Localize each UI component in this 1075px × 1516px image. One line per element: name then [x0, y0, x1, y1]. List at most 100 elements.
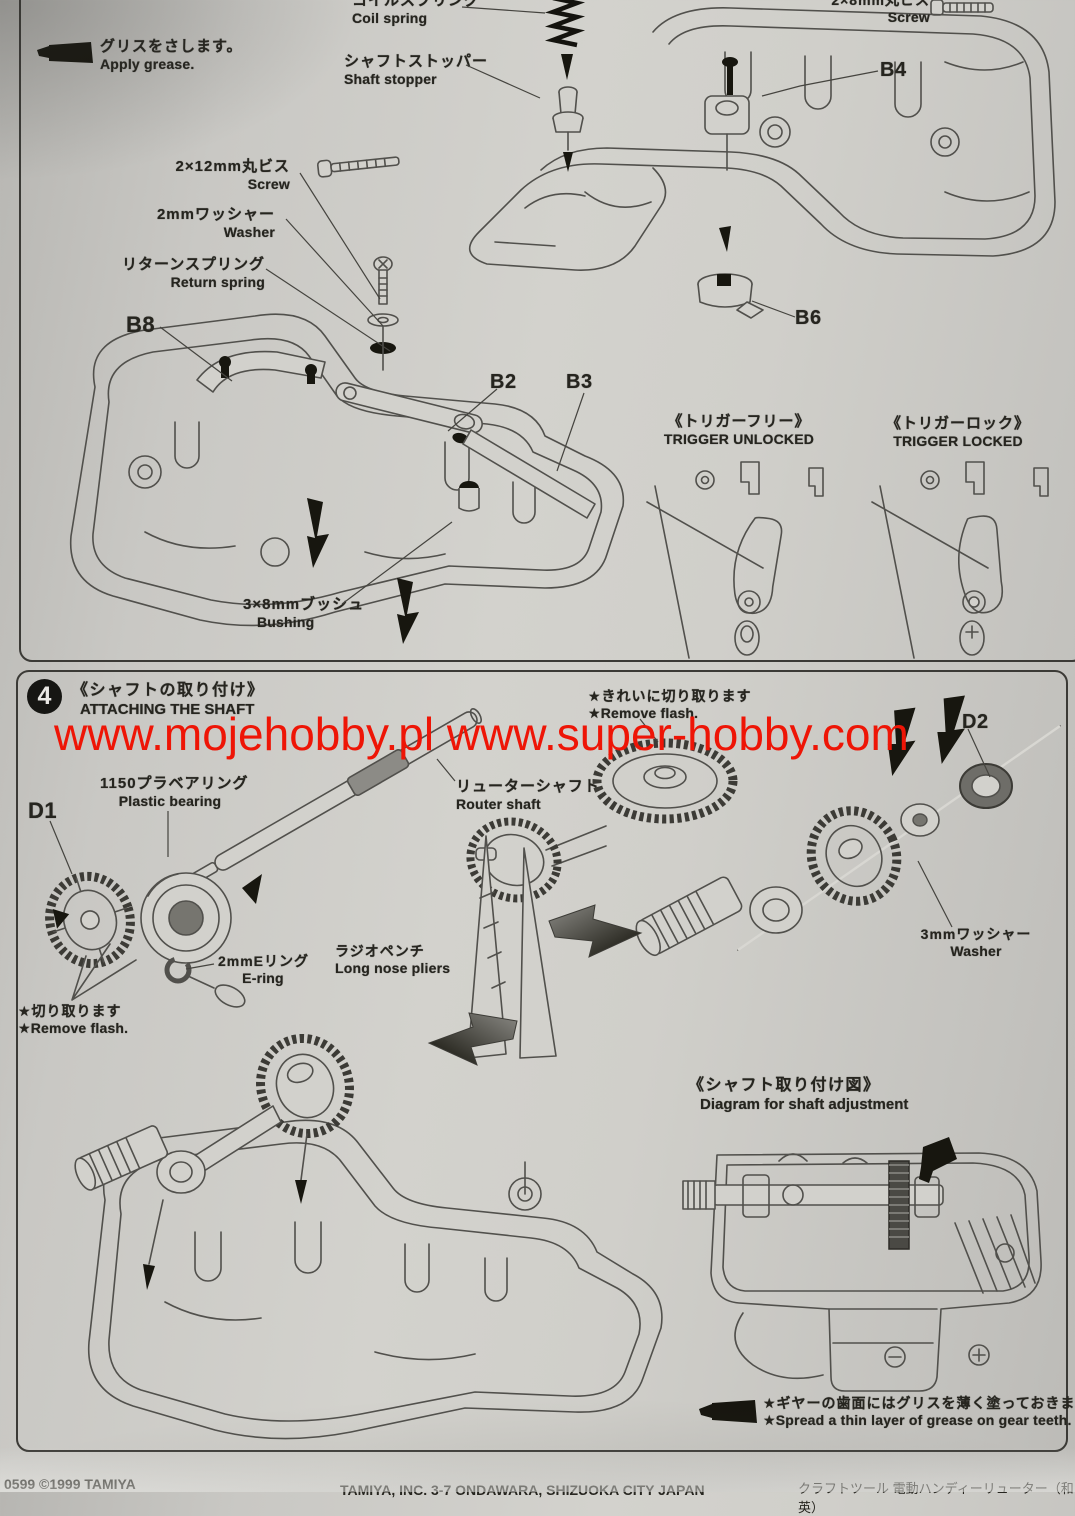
washer-2mm-jp: 2mmワッシャー [156, 206, 275, 223]
ref-d1: D1 [28, 798, 58, 823]
apply-grease-jp: グリスをさします。 [100, 38, 243, 55]
trigger-locked-label: 《トリガーロック》 TRIGGER LOCKED [868, 415, 1048, 450]
ref-b6: B6 [795, 307, 822, 329]
pliers-jp: ラジオペンチ [335, 943, 425, 959]
grease-point-arrow [919, 1137, 957, 1183]
screw-2x12-label: 2×12mm丸ビス Screw [160, 158, 290, 193]
step4-title-jp: 《シャフトの取り付け》 [72, 682, 265, 699]
screw-2x12-jp: 2×12mm丸ビス [175, 158, 290, 175]
washer-3mm-en: Washer [950, 943, 1002, 960]
e-ring-label: 2mmEリング E-ring [218, 953, 308, 987]
assembled-shaft-illustration [74, 1033, 354, 1290]
d2-bearing-illustration [959, 763, 1013, 809]
b8-lever-illustration [196, 350, 326, 393]
arrow-to-washer [887, 707, 916, 777]
plastic-bearing-illustration [140, 872, 262, 964]
battery-symbols [884, 1344, 990, 1368]
top-section-panel [19, 0, 1075, 662]
upper-housing-illustration [469, 0, 1056, 319]
trigger-unlocked-label: 《トリガーフリー》 TRIGGER UNLOCKED [648, 413, 830, 448]
apply-grease-note: グリスをさします。 Apply grease. [100, 38, 243, 73]
router-shaft-jp: リューターシャフト [456, 778, 600, 795]
coil-spring-jp: コイルスプリング [352, 0, 481, 9]
b2-arm-illustration [335, 382, 483, 444]
footer-code: 0599 ©1999 TAMIYA [4, 1476, 136, 1492]
ref-b2: B2 [490, 371, 517, 393]
arrow-to-bearing [937, 695, 965, 764]
grease-gear-en: ★Spread a thin layer of grease on gear t… [763, 1412, 1072, 1429]
shaft-stopper-jp: シャフトストッパー [344, 53, 489, 70]
remove-flash-top-note: ★きれいに切り取ります ★Remove flash. [588, 688, 752, 722]
return-spring-en: Return spring [170, 274, 265, 291]
coil-spring-label: コイルスプリング Coil spring [352, 0, 480, 27]
bushing-label: 3×8mmブッシュ Bushing [243, 596, 364, 631]
footer-product: クラフトツール 電動ハンディーリューター（和英） [798, 1481, 1074, 1515]
trigger-unlocked-en: TRIGGER UNLOCKED [663, 431, 815, 448]
pliers-label: ラジオペンチ Long nose pliers [335, 943, 450, 977]
right-shaft-assembly-illustration [635, 695, 1061, 957]
trigger-locked-jp: 《トリガーロック》 [885, 415, 1030, 432]
threaded-tip [682, 1180, 716, 1210]
b3-rod-illustration [458, 429, 596, 519]
trigger-locked-en: TRIGGER LOCKED [893, 433, 1023, 450]
grease-tube-icon-bottom [699, 1400, 757, 1423]
shaft-stopper-en: Shaft stopper [344, 71, 437, 88]
e-ring-jp: 2mmEリング [218, 953, 310, 969]
bushing-en: Bushing [257, 614, 315, 631]
step-number-badge: 4 [27, 679, 62, 714]
remove-flash-top-jp: ★きれいに切り取ります [588, 688, 752, 704]
shaft-diagram-en: Diagram for shaft adjustment [700, 1095, 909, 1113]
ref-b8: B8 [126, 312, 156, 337]
shaft-diagram-label: 《シャフト取り付け図》 Diagram for shaft adjustment [688, 1076, 908, 1114]
bushing-jp: 3×8mmブッシュ [243, 596, 365, 613]
shaft-parts-illustration [45, 707, 483, 1008]
shaft-stopper-illustration [552, 86, 584, 172]
remove-flash-left-en: ★Remove flash. [18, 1020, 129, 1037]
b6-part-illustration [697, 226, 764, 319]
step4-title-en: ATTACHING THE SHAFT [80, 700, 255, 718]
step4-section-panel [16, 670, 1068, 1452]
remove-flash-left-jp: ★切り取ります [18, 1003, 122, 1019]
coil-spring-illustration [544, 0, 586, 80]
coil-spring-en: Coil spring [352, 10, 428, 27]
b4-part-illustration [704, 57, 750, 171]
ref-b4: B4 [880, 59, 907, 81]
e-ring-illustration [164, 956, 246, 1008]
step4-title: 《シャフトの取り付け》 ATTACHING THE SHAFT [72, 681, 265, 719]
trigger-unlocked-jp: 《トリガーフリー》 [667, 413, 811, 430]
shaft-stopper-label: シャフトストッパー Shaft stopper [344, 53, 488, 88]
ref-b3: B3 [566, 371, 593, 393]
d1-gear-illustration [45, 871, 135, 969]
trigger-unlocked-diagram [646, 461, 824, 659]
grease-tube-icon [37, 42, 93, 63]
plastic-bearing-label: 1150プラベアリング Plastic bearing [100, 775, 249, 810]
shaft-diagram-jp: 《シャフト取り付け図》 [688, 1077, 881, 1094]
screw-2x8-jp: 2×8mm丸ビス [831, 0, 930, 8]
shop-watermark: www.mojehobby.pl www.super-hobby.com [54, 708, 909, 760]
plastic-bearing-en: Plastic bearing [118, 793, 222, 810]
shaft-adjustment-diagram [682, 1137, 1042, 1392]
apply-grease-en: Apply grease. [100, 56, 195, 73]
grease-gear-jp: ★ギヤーの歯面にはグリスを薄く塗っておきます。 [763, 1395, 1075, 1411]
pliers-illustration [466, 817, 607, 1059]
footer-address: TAMIYA, INC. 3-7 ONDAWARA, SHIZUOKA CITY… [340, 1482, 705, 1498]
spur-gear-top-illustration [592, 738, 738, 824]
washer-2mm-label: 2mmワッシャー Washer [150, 206, 275, 241]
washer-3mm-label: 3mmワッシャー Washer [920, 926, 1032, 960]
grease-gear-note: ★ギヤーの歯面にはグリスを薄く塗っておきます。 ★Spread a thin l… [763, 1395, 1075, 1429]
flow-arrow-right [548, 904, 643, 958]
washer-2mm-en: Washer [223, 224, 275, 241]
remove-flash-left-note: ★切り取ります ★Remove flash. [18, 1003, 128, 1037]
flow-arrow-left [427, 1012, 518, 1066]
arrow-down-2 [397, 578, 419, 644]
remove-flash-top-en: ★Remove flash. [588, 705, 699, 722]
return-spring-label: リターンスプリング Return spring [115, 256, 265, 291]
e-ring-en: E-ring [242, 970, 284, 987]
trigger-locked-diagram [871, 461, 1049, 659]
ref-d2: D2 [962, 711, 989, 733]
gear-in-pliers [466, 817, 562, 903]
router-shaft-en: Router shaft [456, 796, 541, 813]
router-shaft-label: リューターシャフト Router shaft [456, 778, 600, 813]
plastic-bearing-jp: 1150プラベアリング [100, 775, 249, 792]
arrow-down-1 [307, 498, 329, 568]
